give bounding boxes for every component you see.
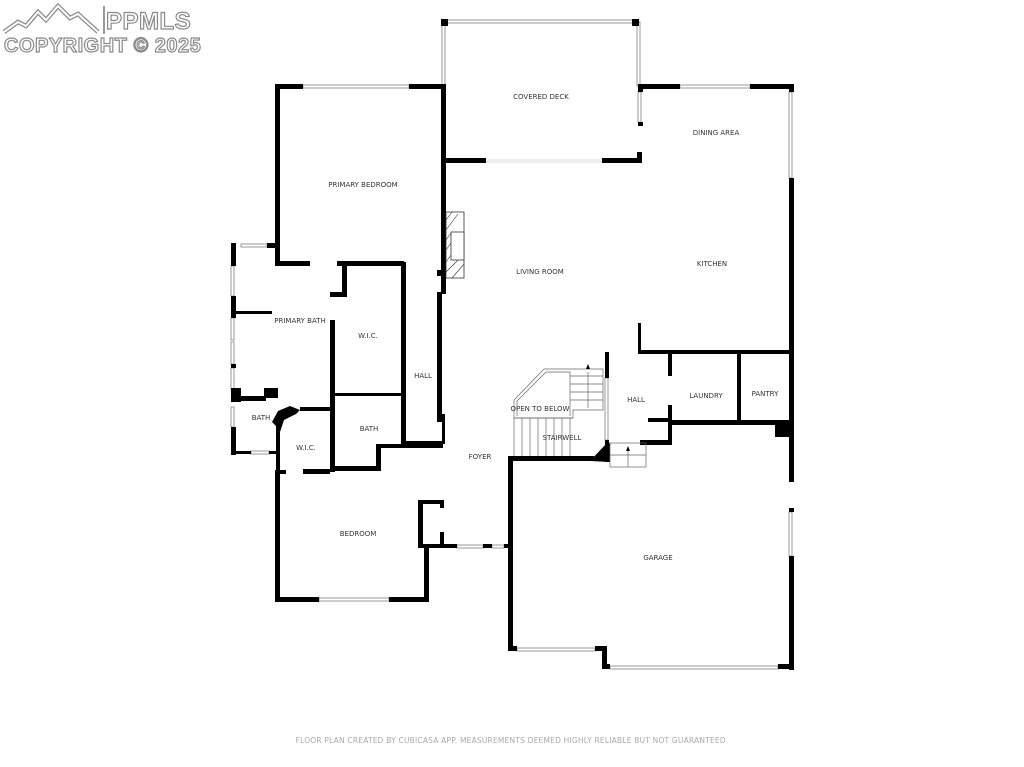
room-label-open-to-below: OPEN TO BELOW: [511, 405, 570, 413]
room-label-bedroom: BEDROOM: [340, 530, 377, 538]
room-label-wic: W.I.C.: [358, 332, 378, 340]
walls: [231, 19, 794, 670]
room-label-hall: HALL: [627, 396, 645, 404]
fireplace-icon: [445, 211, 465, 279]
room-label-covered-deck: COVERED DECK: [513, 93, 569, 101]
room-label-garage: GARAGE: [643, 554, 672, 562]
room-label-bath: BATH: [360, 425, 379, 433]
room-label-primary-bedroom: PRIMARY BEDROOM: [328, 181, 397, 189]
room-label-wic: W.I.C.: [296, 444, 316, 452]
watermark-brand: PPMLS: [105, 7, 192, 35]
watermark-divider: [103, 6, 105, 34]
room-label-foyer: FOYER: [469, 453, 492, 461]
room-label-laundry: LAUNDRY: [689, 392, 723, 400]
room-label-hall: HALL: [414, 372, 432, 380]
room-label-bath: BATH: [252, 414, 271, 422]
footer-disclaimer: FLOOR PLAN CREATED BY CUBICASA APP. MEAS…: [295, 736, 729, 745]
room-label-dining-area: DINING AREA: [693, 129, 740, 137]
mountains-logo-icon: [2, 2, 100, 34]
stair-up-arrow-icon: [626, 446, 630, 451]
room-label-primary-bath: PRIMARY BATH: [274, 317, 325, 325]
room-label-living-room: LIVING ROOM: [516, 268, 564, 276]
room-label-kitchen: KITCHEN: [697, 260, 727, 268]
room-label-pantry: PANTRY: [752, 390, 779, 398]
ppmls-watermark: PPMLS COPYRIGHT © 2025: [2, 2, 202, 60]
stair-up-arrow-icon: [586, 364, 590, 369]
room-labels: COVERED DECK DINING AREA PRIMARY BEDROOM…: [252, 93, 779, 562]
watermark-copyright: COPYRIGHT © 2025: [3, 34, 202, 57]
room-label-stairwell: STAIRWELL: [543, 434, 582, 442]
stairs-icon: [513, 368, 647, 468]
